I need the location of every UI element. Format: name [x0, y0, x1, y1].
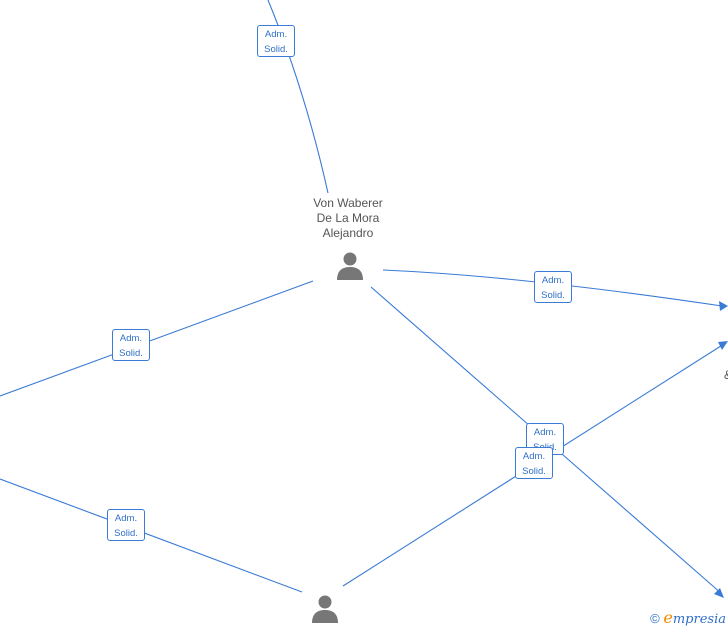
badge-line: Adm. [114, 513, 138, 524]
center-person-name: Von Waberer De La Mora Alejandro [288, 196, 408, 241]
badge-line: Solid. [119, 348, 143, 359]
relation-badge[interactable]: Adm. Solid. [534, 271, 572, 303]
edge-top-to-center [267, 0, 329, 194]
empresia-watermark: © empresia [650, 608, 726, 627]
badge-line: Solid. [264, 44, 288, 55]
brand-logo-initial: e [663, 608, 673, 627]
badge-line: Adm. [533, 427, 557, 438]
edge-center-to-left [0, 280, 314, 397]
brand-logo-text: mpresia [672, 612, 726, 627]
arrow-head [719, 301, 728, 311]
edge-left-to-bottom [0, 478, 303, 593]
badge-line: Adm. [119, 333, 143, 344]
name-line: Von Waberer [313, 196, 383, 210]
relation-badge[interactable]: Adm. Solid. [515, 447, 553, 479]
badge-line: Adm. [264, 29, 288, 40]
arrow-head [718, 341, 728, 350]
truncated-node-label: & [724, 368, 728, 382]
relation-badge[interactable]: Adm. Solid. [107, 509, 145, 541]
name-line: De La Mora [316, 211, 380, 225]
badge-line: Adm. [522, 451, 546, 462]
badge-line: Solid. [114, 528, 138, 539]
badge-line: Solid. [541, 290, 565, 301]
arrow-head [714, 588, 724, 598]
relation-badge[interactable]: Adm. Solid. [257, 25, 295, 57]
name-line: Alejandro [322, 226, 374, 240]
person-icon[interactable] [310, 594, 340, 624]
person-icon[interactable] [335, 251, 365, 281]
copyright-icon: © [650, 611, 660, 626]
badge-line: Adm. [541, 275, 565, 286]
relation-badge[interactable]: Adm. Solid. [112, 329, 150, 361]
badge-line: Solid. [522, 466, 546, 477]
